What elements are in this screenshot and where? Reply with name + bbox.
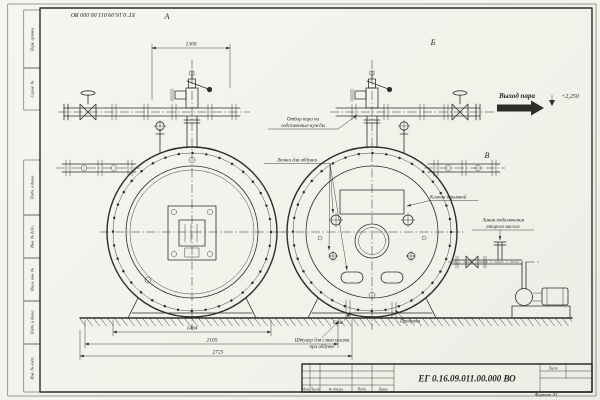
wheel-fitting bbox=[397, 119, 411, 154]
callout-sludge: при обдувке bbox=[310, 345, 336, 350]
safety-valve-left bbox=[170, 70, 213, 149]
pump-unit bbox=[511, 261, 571, 319]
callout-second-pump: Линия подключения bbox=[481, 219, 525, 224]
explosion-valve-hatch bbox=[339, 189, 405, 215]
tb-col-header: Дата bbox=[377, 387, 387, 391]
saddle-base bbox=[127, 297, 257, 319]
stamp-label: Подп. и дата bbox=[30, 176, 35, 201]
boiler-right bbox=[286, 146, 458, 319]
callout-own-needs: Отбор пара на bbox=[287, 118, 320, 123]
sight-gauge bbox=[328, 212, 344, 228]
manhole bbox=[354, 223, 390, 259]
gauge-line-left bbox=[61, 159, 137, 177]
tb-col-header: Подп. bbox=[356, 387, 366, 391]
stamp-label: Инв. № подл. bbox=[30, 356, 35, 380]
sight-gauge bbox=[400, 212, 416, 228]
drain-stubs bbox=[345, 299, 397, 319]
steam-outlet: Выход пара +2,250 bbox=[497, 92, 579, 116]
stamp-label: Подп. и дата bbox=[30, 311, 35, 336]
stamp-label: Инв. № дубл. bbox=[30, 225, 35, 249]
handhole bbox=[340, 271, 364, 284]
manifold-right bbox=[335, 90, 481, 154]
tb-col-header: Изм. bbox=[301, 387, 310, 391]
title-block: Изм. Лист № докум. Подп. Дата ЕГ 0.16.09… bbox=[301, 363, 593, 397]
tb-col-header: № докум. bbox=[327, 387, 343, 391]
format-label: Формат А3 bbox=[535, 392, 559, 397]
flow-arrow bbox=[497, 100, 544, 116]
tb-col-header: Лист bbox=[310, 387, 320, 391]
border-frame: ЕГ 0.16.09.011.00.000 ВО bbox=[7, 3, 597, 397]
boiler-left bbox=[106, 146, 278, 319]
callouts: Отбор пара на собственные нужды Лючки дл… bbox=[263, 114, 535, 350]
callout-own-needs: собственные нужды bbox=[281, 124, 326, 129]
stamp-label: Справ. № bbox=[30, 80, 35, 97]
centerlines bbox=[56, 60, 540, 330]
gauge-line-right bbox=[427, 159, 501, 177]
dim-top: 1300 bbox=[186, 42, 197, 48]
level-mark: +2,250 bbox=[561, 94, 579, 100]
callout-blow-hatches: Лючки для обдувки bbox=[276, 159, 318, 164]
line-valve bbox=[465, 255, 479, 269]
stamp-label: Перв. примен. bbox=[30, 27, 35, 53]
dim-boiler: 1464 bbox=[187, 325, 198, 332]
view-label-a: А bbox=[164, 12, 170, 21]
burner-plate bbox=[167, 205, 217, 261]
safety-valve-right bbox=[350, 70, 393, 149]
saddle-base bbox=[307, 297, 437, 319]
second-pump-riser bbox=[493, 241, 507, 261]
dim-base: 2105 bbox=[207, 338, 218, 344]
stamp-label: Взам. инв. № bbox=[30, 268, 35, 291]
sight-gauge bbox=[327, 250, 339, 262]
callout-explosion-valve: Клапан взрывной bbox=[429, 195, 467, 201]
view-label-b: Б bbox=[430, 38, 436, 47]
feed-line bbox=[451, 241, 523, 269]
view-labels: А Б В bbox=[164, 12, 490, 160]
bolt-circle bbox=[291, 151, 453, 313]
wheel-fitting bbox=[153, 119, 167, 154]
sight-gauge bbox=[405, 250, 417, 262]
tb-sheet-label: Лист bbox=[548, 366, 558, 370]
inverted-doc-number: ЕГ 0.16.09.011.00.000 ВО bbox=[70, 11, 136, 17]
ground bbox=[79, 317, 573, 326]
callout-second-pump: второго насоса bbox=[486, 225, 520, 230]
steam-outlet-label: Выход пара bbox=[498, 92, 535, 100]
tb-doc-number: ЕГ 0.16.09.011.00.000 ВО bbox=[417, 374, 516, 384]
dim-overall: 2725 bbox=[213, 350, 224, 356]
bolt-circle bbox=[111, 151, 273, 313]
stamp-column: Перв. примен. Справ. № Подп. и дата Инв.… bbox=[23, 9, 41, 393]
manifold-left bbox=[63, 90, 241, 154]
callout-blowdown: Продувка bbox=[399, 320, 421, 325]
dimensions: 1300 1464 2105 2725 bbox=[79, 42, 353, 361]
callout-sludge: Штуцер для слива шлама bbox=[294, 339, 350, 344]
handhole bbox=[380, 271, 404, 284]
view-label-v: В bbox=[485, 151, 490, 160]
